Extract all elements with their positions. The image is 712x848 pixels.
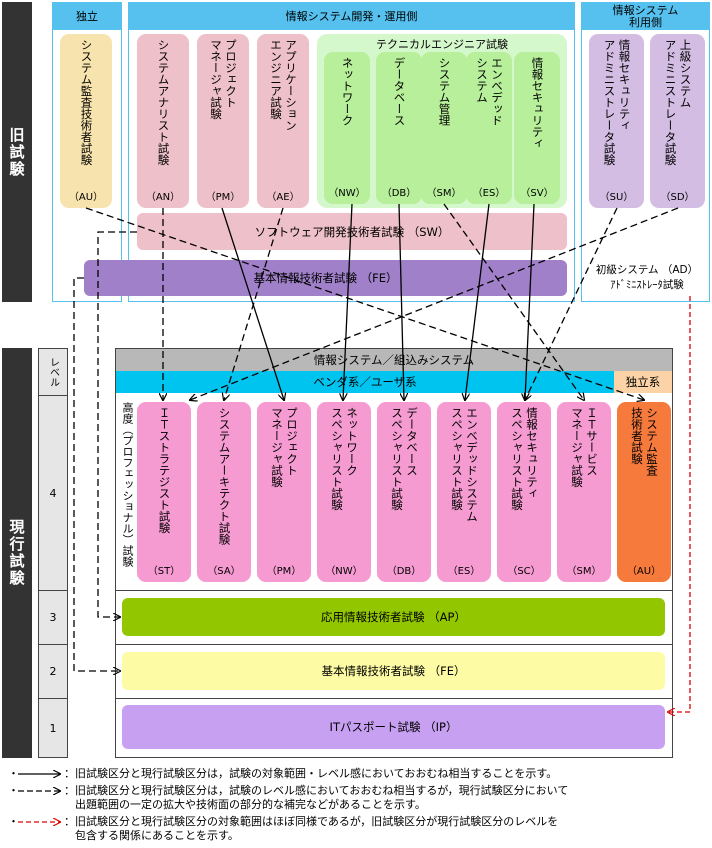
level-3: 3 xyxy=(38,590,68,645)
arrow-nw-nw xyxy=(343,203,353,400)
old-sd-box: 上級システム アドミニストレータ試験 （SD） xyxy=(650,34,705,208)
old-sv-box: 情報セキュリティ （SV） xyxy=(514,52,560,204)
old-user-frame xyxy=(581,2,710,302)
new-sm-box: ＩＴサービス マネージャ試験 （SM） xyxy=(557,402,611,582)
new-es-box: エンベデッドシステム スペシャリスト試験 （ES） xyxy=(437,402,491,582)
old-pm-box: プロジェクト マネージャ試験 （PM） xyxy=(197,34,249,208)
arrow-sw-ap xyxy=(97,231,137,617)
new-au-box: システム監査 技術者試験 （AU） xyxy=(617,402,671,582)
new-ip-bar: ITパスポート試験 （IP） xyxy=(122,705,665,749)
old-sm-box: システム管理 （SM） xyxy=(421,52,467,204)
level1-frame xyxy=(115,698,673,758)
old-exam-label: 旧試験 xyxy=(2,2,32,302)
vendor-header: ベンダ系／ユーザ系 xyxy=(116,371,614,393)
new-st-box: ＩＴストラテジスト試験 （ST） xyxy=(137,402,191,582)
old-independent-frame xyxy=(52,2,122,302)
new-sc-box: 情報セキュリティ スペシャリスト試験 （SC） xyxy=(497,402,551,582)
new-sa-box: システムアーキテクト試験 （SA） xyxy=(197,402,251,582)
arrow-ad-ip xyxy=(668,296,691,712)
old-dev-frame xyxy=(128,2,575,302)
arrow-sv-sc xyxy=(525,203,535,400)
arrow-sm-sm xyxy=(443,203,584,400)
new-db-box: データベース スペシャリスト試験 （DB） xyxy=(377,402,431,582)
old-es-box: エンベデッド システム （ES） xyxy=(466,52,512,204)
legend-text-solid: ：旧試験区分と現行試験区分は，試験の対象範囲・レベル感においておおむね相当するこ… xyxy=(64,767,558,780)
old-au-box: システム監査技術者試験 （AU） xyxy=(60,34,112,208)
old-an-box: システムアナリスト試験 （AN） xyxy=(137,34,189,208)
old-ad-box: 初級システム （AD） ｱﾄﾞﾐﾆｽﾄﾚｰﾀ試験 xyxy=(589,260,705,296)
old-independent-header: 独立 xyxy=(53,3,121,30)
old-sw-bar: ソフトウェア開発技術者試験 （SW） xyxy=(137,213,567,250)
legend-item: ・ xyxy=(8,815,19,828)
legend-item: ・ xyxy=(8,784,19,797)
old-ae-box: アプリケーション エンジニア試験 （AE） xyxy=(257,34,309,208)
system-header: 情報システム／組込みシステム xyxy=(116,349,672,371)
arrow-ae-sa xyxy=(224,207,284,400)
arrow-su-sc xyxy=(525,207,618,400)
new-nw-box: ネットワーク スペシャリスト試験 （NW） xyxy=(317,402,371,582)
old-nw-box: ネットワーク （NW） xyxy=(324,52,370,204)
old-dev-header: 情報システム開発・運用側 xyxy=(129,3,574,30)
legend-item: ・ xyxy=(8,767,19,780)
arrow-au-au xyxy=(85,207,644,400)
new-fe-bar: 基本情報技術者試験 （FE） xyxy=(122,652,665,690)
level4-label: 高度（プロフェッショナル）試験 xyxy=(121,402,134,567)
old-su-box: 情報セキュリティ アドミニストレータ試験 （SU） xyxy=(589,34,644,208)
arrow-es-es xyxy=(465,203,490,400)
arrow-fe-fe xyxy=(73,277,120,671)
level-header: レベル xyxy=(38,348,68,396)
new-pm-box: プロジェクト マネージャ試験 （PM） xyxy=(257,402,311,582)
arrow-sd-st xyxy=(190,207,679,400)
arrow-db-db xyxy=(398,203,404,400)
new-exam-label: 現行試験 xyxy=(2,348,32,758)
level-1: 1 xyxy=(38,698,68,758)
legend-text-dashed: ：旧試験区分と現行試験区分は，試験のレベル感においておおむね相当するが，現行試験… xyxy=(64,784,569,811)
independent-header: 独立系 xyxy=(614,371,672,393)
level-2: 2 xyxy=(38,644,68,699)
legend-text-red: ：旧試験区分と現行試験区分の対象範囲はほぼ同様であるが，旧試験区分が現行試験区分… xyxy=(64,815,559,842)
old-technical-header: テクニカルエンジニア試験 xyxy=(376,38,508,51)
old-db-box: データベース （DB） xyxy=(376,52,422,204)
new-ap-bar: 応用情報技術者試験 （AP） xyxy=(122,598,665,636)
level-4: 4 xyxy=(38,395,68,591)
old-user-header: 情報システム 利用側 xyxy=(582,3,709,30)
